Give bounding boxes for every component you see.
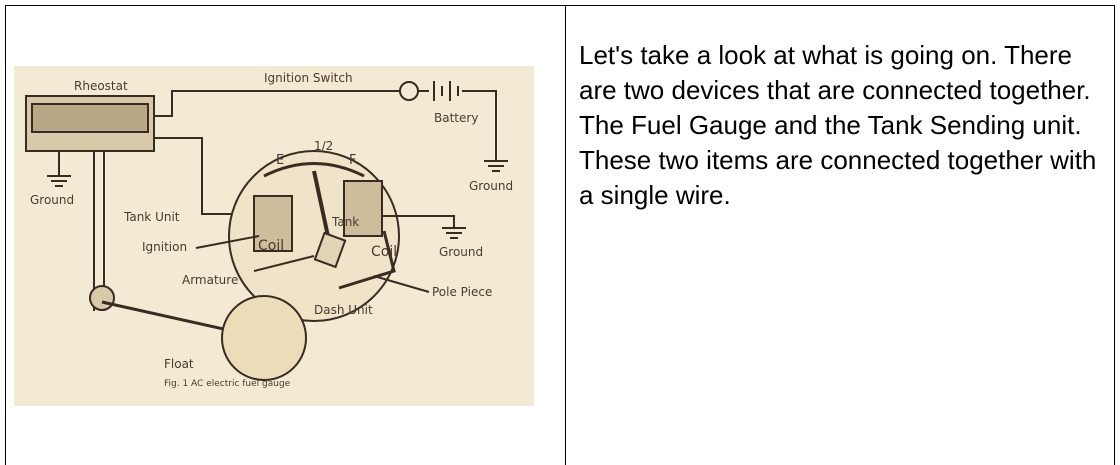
label-ignition: Ignition (142, 240, 187, 254)
label-ground-right-top: Ground (469, 179, 513, 193)
label-armature: Armature (182, 273, 238, 287)
fuel-gauge-diagram: Rheostat Ignition Switch Battery Ground … (14, 66, 534, 406)
label-dash-unit: Dash Unit (314, 303, 373, 317)
label-ground-left: Ground (30, 193, 74, 207)
label-ground-right-bottom: Ground (439, 245, 483, 259)
gauge-needle (312, 170, 331, 242)
lever-pivot (89, 285, 115, 311)
fuel-gauge-diagram-svg: Rheostat Ignition Switch Battery Ground … (25, 71, 513, 389)
armature-block (313, 231, 347, 269)
label-pole-piece: Pole Piece (432, 285, 492, 299)
wire-battery-ground (462, 90, 497, 161)
content-table (5, 5, 1115, 465)
wire-ignition (154, 90, 429, 117)
left-coil (253, 195, 293, 252)
table-divider (565, 5, 566, 465)
figure-caption: Fig. 1 AC electric fuel gauge (164, 379, 291, 389)
label-coil-left: Coil (258, 238, 284, 254)
label-battery: Battery (434, 111, 478, 125)
wire-tank-gauge (154, 137, 252, 215)
pole-piece (338, 230, 396, 290)
description-text: Let's take a look at what is going on. T… (579, 38, 1099, 213)
rheostat-coil (31, 103, 149, 133)
label-scale-f: F (349, 153, 356, 168)
label-scale-e: E (276, 153, 284, 168)
ignition-switch (399, 81, 419, 101)
label-scale-half: 1/2 (314, 139, 333, 153)
label-tank: Tank (331, 215, 359, 229)
label-tank-unit: Tank Unit (123, 210, 180, 224)
description-paragraph: Let's take a look at what is going on. T… (579, 40, 1097, 210)
right-coil (343, 180, 383, 237)
label-ignition-switch: Ignition Switch (264, 71, 353, 85)
float (221, 295, 307, 381)
label-coil-right: Coil (371, 244, 397, 260)
label-float: Float (164, 357, 194, 371)
label-rheostat: Rheostat (74, 79, 128, 93)
